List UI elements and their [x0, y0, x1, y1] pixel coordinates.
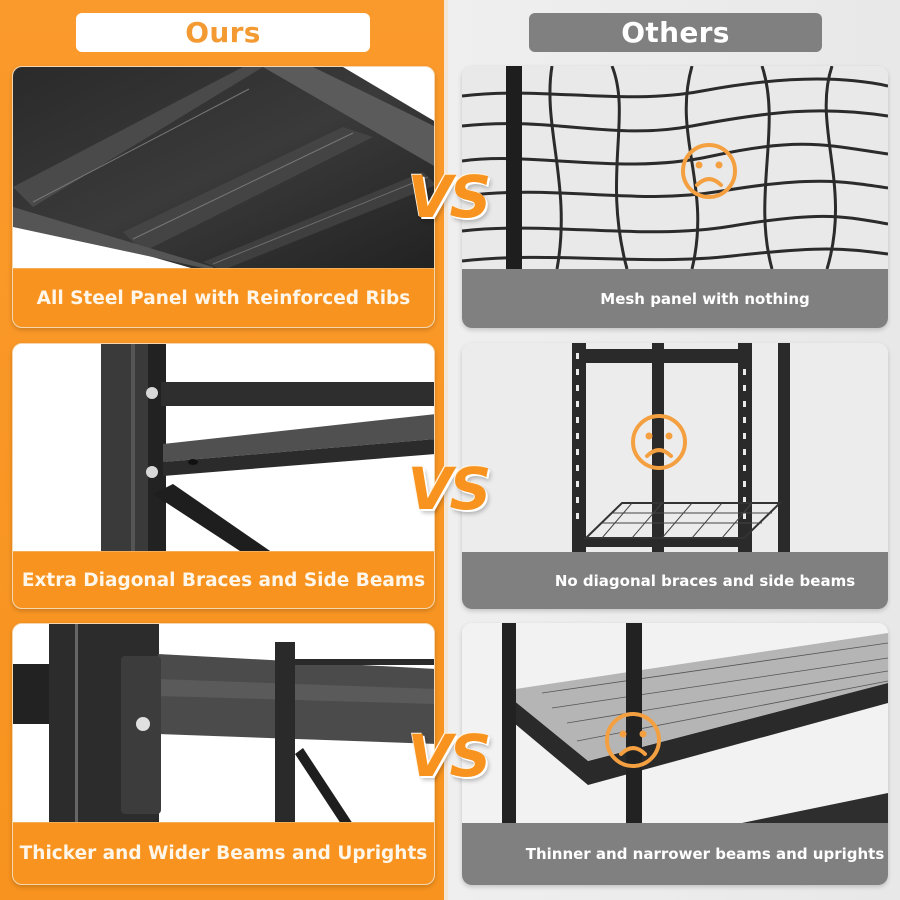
- ours-card-thick-beams: Thicker and Wider Beams and Uprights: [12, 623, 435, 885]
- thick-beams-photo: [13, 624, 434, 824]
- ours-card-steel-panel: All Steel Panel with Reinforced Ribs: [12, 66, 435, 328]
- ours-caption-steel-panel: All Steel Panel with Reinforced Ribs: [13, 268, 434, 327]
- no-braces-photo: [462, 343, 888, 552]
- diagonal-braces-photo: [13, 344, 434, 553]
- sad-face-icon: [679, 141, 739, 201]
- ours-caption-thick-beams: Thicker and Wider Beams and Uprights: [13, 822, 434, 884]
- others-card-thin-beams: Thinner and narrower beams and uprights: [462, 623, 888, 885]
- others-card-mesh-panel: Mesh panel with nothing: [462, 66, 888, 328]
- others-caption-thin-beams: Thinner and narrower beams and uprights: [462, 823, 888, 885]
- vs-badge: VS: [407, 163, 492, 231]
- vs-badge: VS: [407, 455, 492, 523]
- thin-beams-photo: [462, 623, 888, 823]
- ours-caption-diagonal-braces: Extra Diagonal Braces and Side Beams: [13, 551, 434, 608]
- ours-card-diagonal-braces: Extra Diagonal Braces and Side Beams: [12, 343, 435, 609]
- others-card-no-braces: No diagonal braces and side beams: [462, 343, 888, 609]
- steel-panel-photo: [13, 67, 434, 270]
- others-caption-mesh-panel: Mesh panel with nothing: [462, 269, 888, 328]
- sad-face-icon: [603, 710, 663, 770]
- vs-badge: VS: [407, 722, 492, 790]
- others-caption-no-braces: No diagonal braces and side beams: [462, 552, 888, 609]
- mesh-panel-photo: [462, 66, 888, 269]
- column-divider: [444, 0, 448, 900]
- others-heading: Others: [529, 13, 822, 52]
- ours-heading: Ours: [76, 13, 370, 52]
- sad-face-icon: [629, 412, 689, 472]
